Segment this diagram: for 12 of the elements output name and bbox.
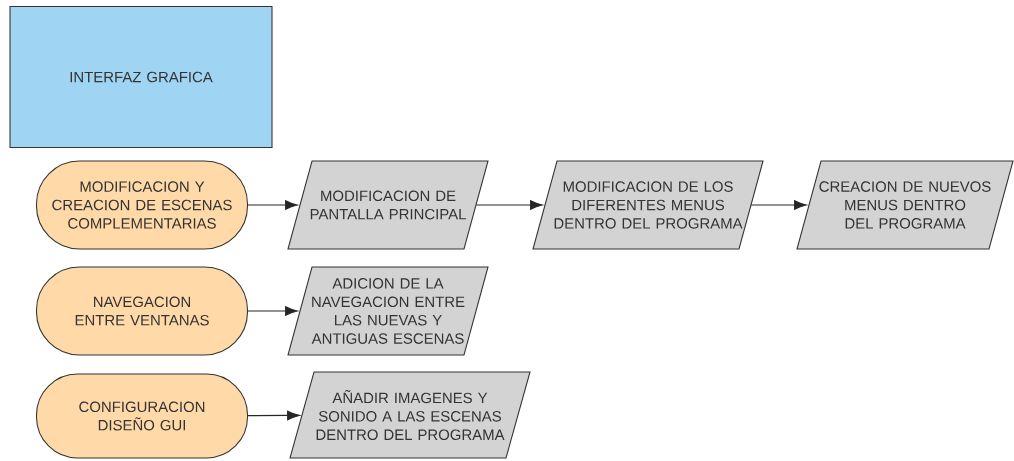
data-parallelogram: MODIFICACION DE PANTALLA PRINCIPAL [287,160,489,250]
data-parallelogram: CREACION DE NUEVOS MENUS DENTRO DEL PROGRAMA [796,160,1014,250]
arrow [475,200,543,210]
arrow [247,410,300,421]
arrow [247,306,298,316]
data-parallelogram: MODIFICACION DE LOS DIFERENTES MENUS DENTRO DEL PROGRAMA [532,160,764,250]
arrow [750,200,807,210]
data-parallelogram: AÑADIR IMAGENES Y SONIDO A LAS ESCENAS DENTRO DEL PROGRAMA [289,371,531,459]
arrow [247,200,298,210]
data-parallelogram: ADICION DE LA NAVEGACION ENTRE LAS NUEVAS Y ANTIGUAS ESCENAS [287,266,489,356]
process-box: INTERFAZ GRAFICA [9,5,273,149]
terminal-oval: CONFIGURACION DISEÑO GUI [35,373,249,459]
